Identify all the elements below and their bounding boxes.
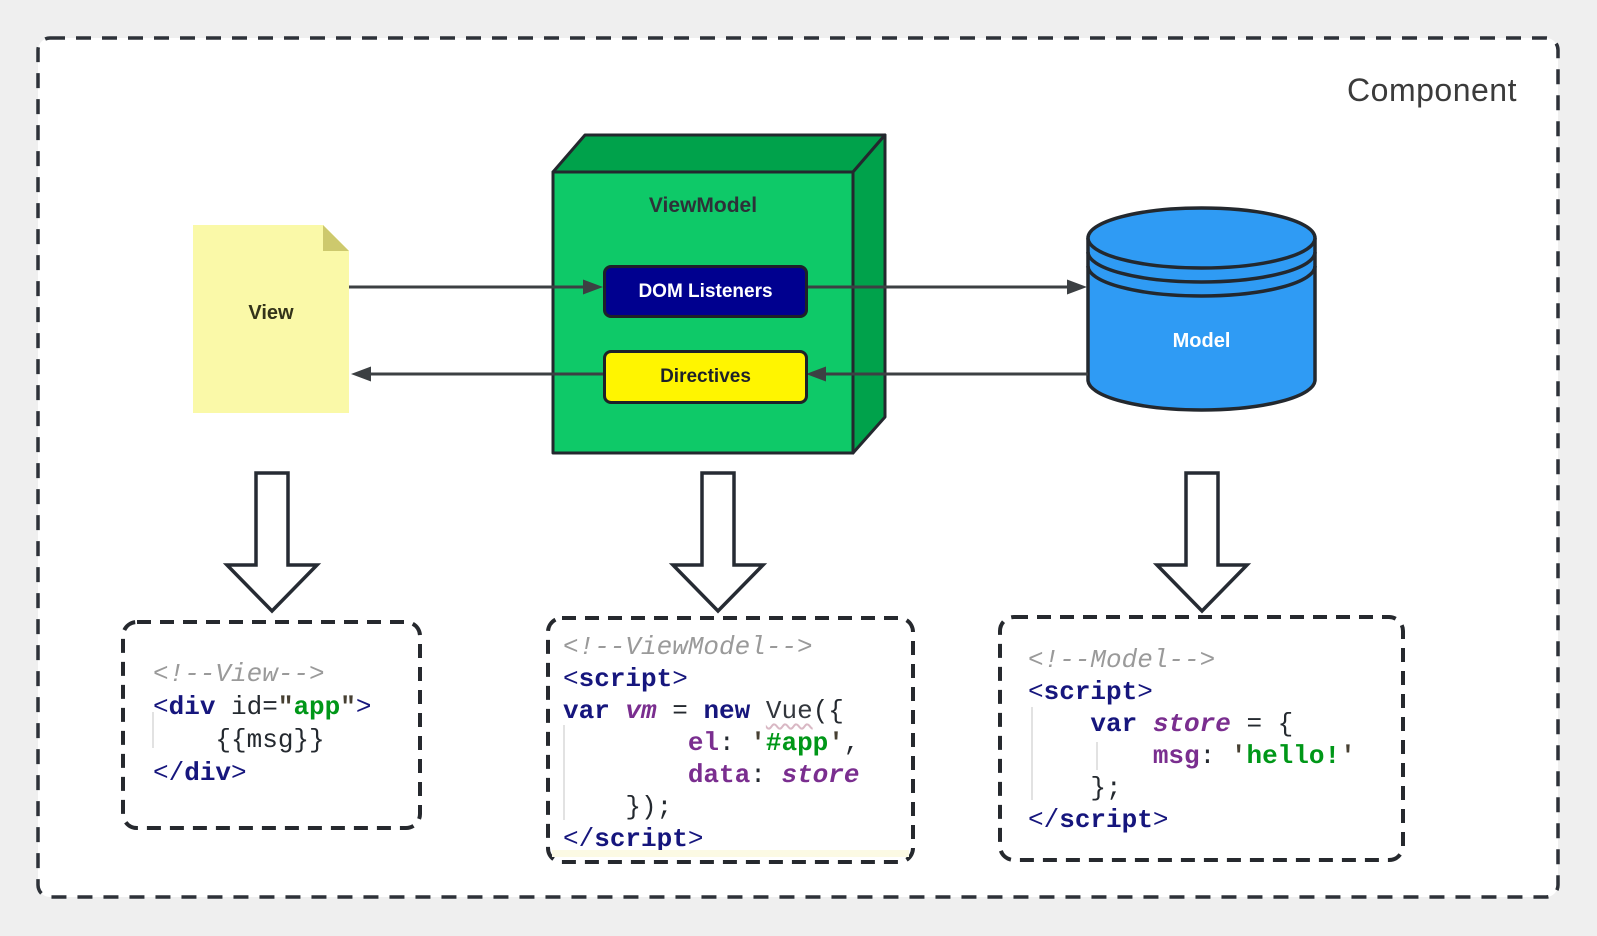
code-line: el: '#app', — [687, 728, 860, 758]
viewmodel-code-snippet: <!--ViewModel--><script>var vm = new Vue… — [548, 618, 928, 875]
arrow-model-to-directives — [806, 366, 1088, 382]
code-line: }; — [1028, 773, 1122, 803]
code-line: <!--ViewModel--> — [563, 632, 813, 662]
dom-listeners-label: DOM Listeners — [638, 280, 773, 302]
code-line: }); — [563, 792, 673, 822]
model-code-snippet: <!--Model--><script> var store = { msg: … — [1000, 617, 1431, 887]
code-line: </script> — [563, 824, 704, 854]
editor-current-line-highlight — [552, 850, 909, 857]
code-line: var vm = new Vue({ — [563, 696, 844, 726]
code-line: <script> — [1028, 677, 1153, 707]
view-node-label: View — [248, 302, 294, 324]
component-title: Component — [1347, 72, 1517, 108]
indent-guide — [1096, 742, 1098, 770]
block-arrow-viewmodel — [668, 471, 768, 614]
code-line: </div> — [153, 758, 247, 788]
code-line: {{msg}} — [153, 725, 325, 755]
code-line: msg: 'hello!' — [1152, 741, 1356, 771]
view-code-snippet: <!--View--><div id="app"> {{msg}}</div> — [123, 622, 450, 864]
arrow-view-to-dom-listeners — [349, 279, 603, 295]
model-node-label: Model — [1172, 330, 1231, 352]
block-arrow-view — [222, 471, 322, 614]
model-cylinder-shape — [1086, 206, 1317, 412]
view-code-frame — [121, 620, 422, 830]
code-line: <!--Model--> — [1028, 645, 1216, 675]
viewmodel-node-label: ViewModel — [648, 194, 758, 217]
arrow-directives-to-view — [351, 366, 603, 382]
indent-guide — [152, 712, 154, 748]
code-line: <!--View--> — [153, 659, 325, 689]
connector-arrows — [349, 279, 1088, 382]
model-code-frame — [998, 615, 1405, 862]
view-note-shape — [193, 225, 349, 413]
code-line: var store = { — [1090, 709, 1294, 739]
block-arrow-model — [1152, 471, 1252, 614]
dom-listeners-box: DOM Listeners — [603, 265, 808, 318]
block-arrows — [222, 471, 1252, 614]
code-box-frames — [121, 615, 1405, 864]
directives-box: Directives — [603, 350, 808, 404]
viewmodel-code-frame — [546, 616, 915, 864]
arrow-dom-listeners-to-model — [802, 279, 1087, 295]
indent-guide — [563, 725, 565, 820]
directives-label: Directives — [660, 366, 751, 387]
code-line: data: store — [687, 760, 860, 790]
indent-guide — [1031, 707, 1033, 800]
code-line: <script> — [563, 664, 688, 694]
code-line: </script> — [1028, 805, 1169, 835]
code-line: <div id="app"> — [153, 692, 372, 722]
